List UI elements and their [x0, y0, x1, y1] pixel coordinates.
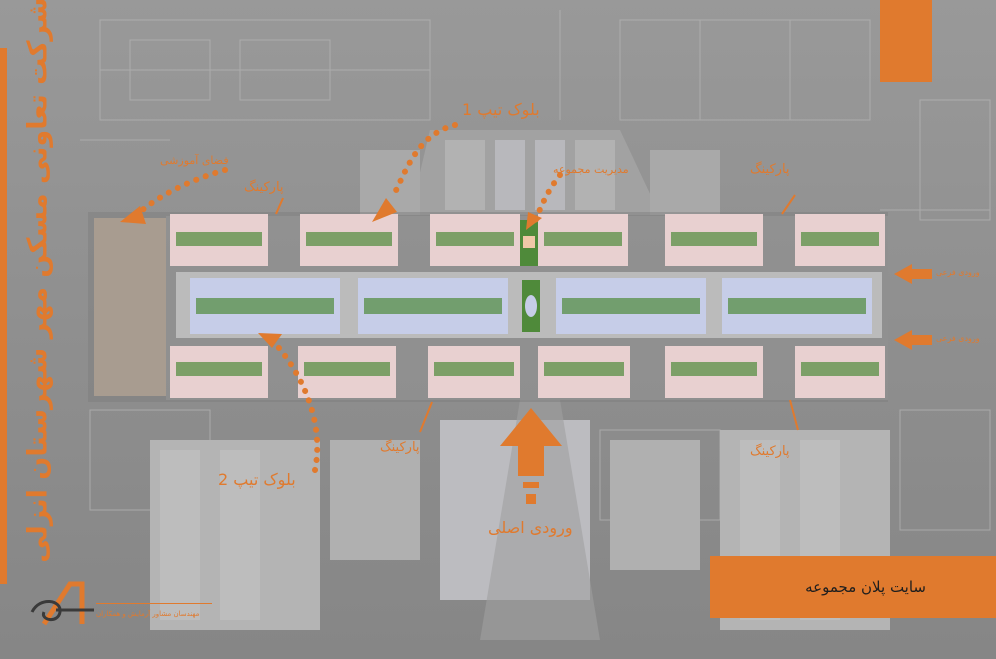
side-entrance-2-shaft [910, 335, 932, 345]
middle-row-blocks [176, 272, 882, 338]
block-type-1-arrow-head [372, 198, 397, 222]
firm-logo-mark [30, 581, 94, 626]
logo-company-name: مهندسان مشاور آرمایش و همکاران [96, 610, 200, 618]
label-main-entrance: ورودی اصلی [488, 518, 573, 537]
label-parking-bottom-mid: پارکینگ [380, 440, 420, 455]
educational-building [94, 218, 166, 396]
label-block-type-1: بلوک تیپ 1 [462, 100, 540, 119]
block-type-2-arrow [269, 337, 321, 473]
label-complex-management: مدیریت مجموعه [553, 163, 629, 176]
orange-corner-tab [880, 0, 932, 82]
main-entrance-arrow [500, 408, 562, 504]
arrow-heads [120, 198, 542, 348]
side-entrance-1-shaft [910, 269, 932, 279]
company-title: شرکت تعاونی مسکن مهر شهرستان انزلی [8, 0, 68, 563]
parking-pointers [275, 194, 799, 433]
management-arrow-head [526, 212, 542, 230]
side-entrance-arrows [894, 264, 932, 350]
orange-left-bar [0, 48, 7, 584]
label-side-entrance-1: ورودی فرعی [936, 268, 980, 277]
label-block-type-2: بلوک تیپ 2 [218, 470, 296, 489]
label-side-entrance-2: ورودی فرعی [936, 334, 980, 343]
label-educational-space: فضای آموزشی [160, 154, 229, 167]
site-plan-info-box: سایت پلان مجموعه [710, 556, 996, 618]
site-plan-title: سایت پلان مجموعه [805, 578, 926, 596]
logo-divider [96, 603, 212, 604]
top-row-blocks [170, 214, 885, 266]
block-type-2-arrow-head [258, 333, 282, 348]
label-parking-right-top: پارکینگ [750, 162, 790, 177]
label-parking-left: پارکینگ [244, 180, 284, 195]
educational-space-arrow [137, 167, 228, 215]
block-type-1-arrow [389, 122, 458, 201]
company-title-text: شرکت تعاونی مسکن مهر شهرستان انزلی [22, 0, 54, 563]
label-parking-bottom-right: پارکینگ [750, 444, 790, 459]
bottom-row-blocks [170, 346, 885, 398]
side-entrance-1-head [894, 264, 912, 284]
side-entrance-2-head [894, 330, 912, 350]
educational-space-arrow-head [120, 206, 146, 224]
